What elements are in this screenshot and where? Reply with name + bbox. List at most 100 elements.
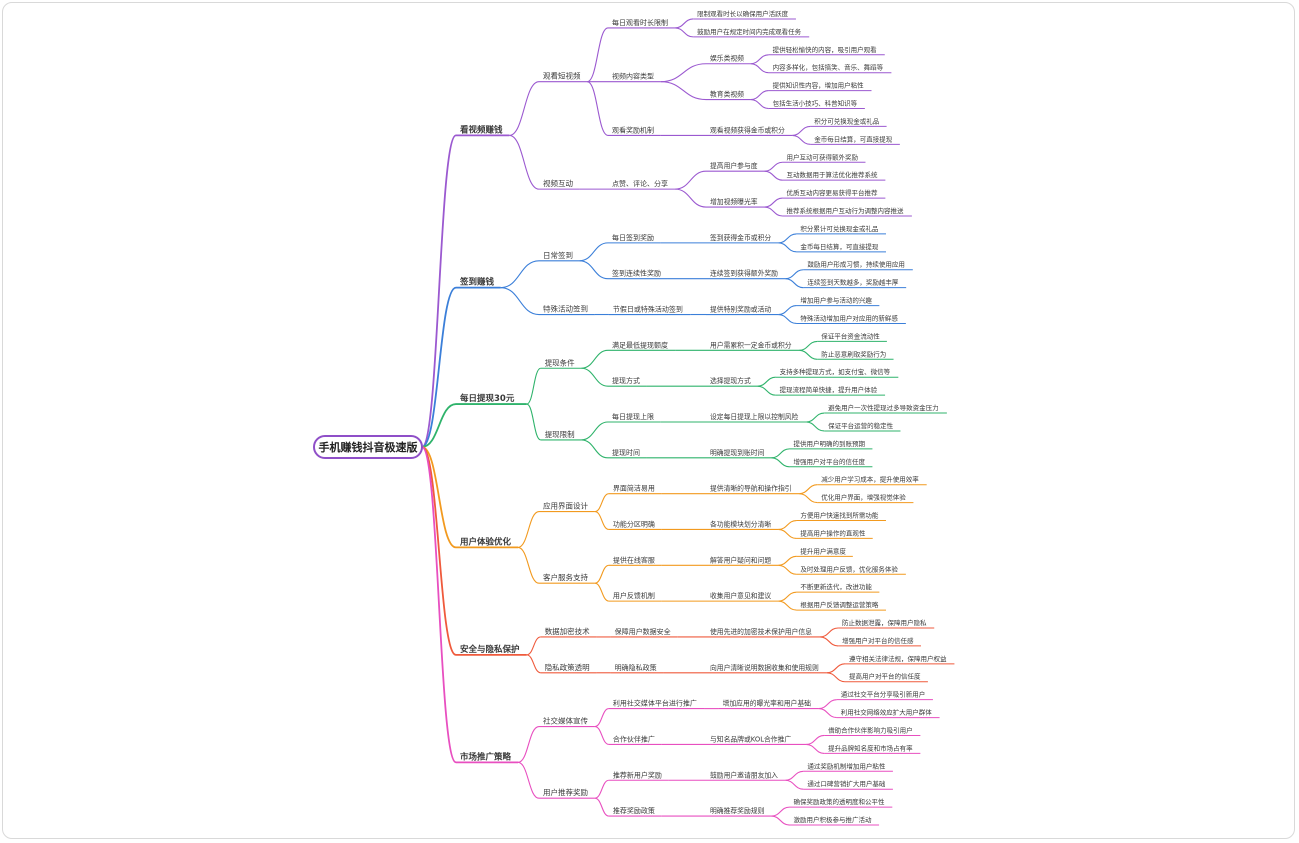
topic-node-label[interactable]: 视频内容类型 <box>612 72 654 81</box>
topic-node-label[interactable]: 用户推荐奖励 <box>543 787 588 797</box>
leaf-node-label[interactable]: 提升品牌知名度和市场占有率 <box>828 743 913 752</box>
leaf-node-label[interactable]: 提高用户对平台的信任度 <box>849 672 921 681</box>
leaf-node-label[interactable]: 增强用户对平台的信任感 <box>842 636 914 645</box>
topic-node-label[interactable]: 使用先进的加密技术保护用户信息 <box>710 627 812 636</box>
topic-node-label[interactable]: 视频互动 <box>543 178 573 188</box>
topic-node-label[interactable]: 每日观看时长限制 <box>612 18 668 27</box>
leaf-node-label[interactable]: 包括生活小技巧、科普知识等 <box>773 99 858 108</box>
topic-node-label[interactable]: 解答用户疑问和问题 <box>710 555 771 564</box>
topic-node-label[interactable]: 与知名品牌或KOL合作推广 <box>710 734 791 743</box>
topic-node-label[interactable]: 连续签到获得额外奖励 <box>710 269 778 278</box>
topic-node-label[interactable]: 娱乐类视频 <box>710 54 744 63</box>
topic-node-label[interactable]: 提现时间 <box>612 448 640 457</box>
topic-node-label[interactable]: 点赞、评论、分享 <box>612 179 668 188</box>
topic-node-label[interactable]: 推荐新用户奖励 <box>613 770 662 779</box>
topic-node-label[interactable]: 提现限制 <box>545 429 575 439</box>
leaf-node-label[interactable]: 减少用户学习成本，提升使用效率 <box>821 475 919 484</box>
leaf-node-label[interactable]: 通过社交平台分享吸引新用户 <box>841 690 926 699</box>
topic-node-label[interactable]: 每日签到奖励 <box>612 233 654 242</box>
leaf-node-label[interactable]: 连续签到天数越多，奖励越丰厚 <box>807 278 899 287</box>
topic-node-label[interactable]: 合作伙伴推广 <box>613 734 655 743</box>
topic-node-label[interactable]: 明确隐私政策 <box>615 663 657 672</box>
topic-node-label[interactable]: 满足最低提现额度 <box>612 340 668 349</box>
topic-node-label[interactable]: 特殊活动签到 <box>543 304 588 314</box>
leaf-node-label[interactable]: 鼓励用户在规定时间内完成观看任务 <box>697 27 802 36</box>
leaf-node-label[interactable]: 互动数据用于算法优化推荐系统 <box>787 170 879 179</box>
topic-node-label[interactable]: 向用户清晰说明数据收集和使用规则 <box>710 663 819 672</box>
leaf-node-label[interactable]: 借助合作伙伴影响力吸引用户 <box>828 725 913 734</box>
topic-node-label[interactable]: 推荐奖励政策 <box>613 806 655 815</box>
leaf-node-label[interactable]: 不断更新迭代，改进功能 <box>800 582 872 591</box>
topic-node-label[interactable]: 选择提现方式 <box>710 376 751 385</box>
leaf-node-label[interactable]: 限制观看时长以确保用户活跃度 <box>697 9 789 18</box>
leaf-node-label[interactable]: 提高用户操作的直观性 <box>800 528 866 537</box>
leaf-node-label[interactable]: 提现流程简单快捷，提升用户体验 <box>780 385 878 394</box>
leaf-node-label[interactable]: 优质互动内容更易获得平台推荐 <box>787 188 879 197</box>
leaf-node-label[interactable]: 利用社交网络效应扩大用户群体 <box>841 708 933 717</box>
topic-node-label[interactable]: 用户反馈机制 <box>613 591 655 600</box>
branch-node-label[interactable]: 看视频赚钱 <box>459 124 503 135</box>
topic-node-label[interactable]: 提供特别奖励或活动 <box>710 305 771 314</box>
leaf-node-label[interactable]: 防止恶意刷取奖励行为 <box>821 349 886 358</box>
topic-node-label[interactable]: 各功能模块划分清晰 <box>710 519 771 528</box>
leaf-node-label[interactable]: 避免用户一次性提现过多导致资金压力 <box>828 403 939 412</box>
leaf-node-label[interactable]: 增加用户参与活动的兴趣 <box>800 296 872 305</box>
leaf-node-label[interactable]: 积分可兑换现金或礼品 <box>814 116 879 125</box>
leaf-node-label[interactable]: 提升用户满意度 <box>800 546 846 555</box>
root-node[interactable]: 手机赚钱抖音极速版 <box>313 435 423 459</box>
leaf-node-label[interactable]: 遵守相关法律法规，保障用户权益 <box>849 654 947 663</box>
leaf-node-label[interactable]: 激励用户积极参与推广活动 <box>793 815 872 824</box>
leaf-node-label[interactable]: 及时处理用户反馈，优化服务体验 <box>800 564 898 573</box>
topic-node-label[interactable]: 观看视频获得金币或积分 <box>710 125 785 134</box>
leaf-node-label[interactable]: 增强用户对平台的信任度 <box>793 457 865 466</box>
leaf-node-label[interactable]: 保证平台资金流动性 <box>821 331 880 340</box>
topic-node-label[interactable]: 提供在线客服 <box>613 555 655 564</box>
leaf-node-label[interactable]: 用户互动可获得额外奖励 <box>787 152 859 161</box>
topic-node-label[interactable]: 应用界面设计 <box>543 501 588 511</box>
branch-node-label[interactable]: 签到赚钱 <box>459 277 495 288</box>
topic-node-label[interactable]: 社交媒体宣传 <box>543 716 588 726</box>
topic-node-label[interactable]: 设定每日提现上限以控制风险 <box>710 412 799 421</box>
topic-node-label[interactable]: 提现条件 <box>545 357 575 367</box>
topic-node-label[interactable]: 签到获得金币或积分 <box>710 233 771 242</box>
topic-node-label[interactable]: 每日提现上限 <box>612 412 654 421</box>
leaf-node-label[interactable]: 保证平台运营的稳定性 <box>828 421 894 430</box>
leaf-node-label[interactable]: 积分累计可兑换现金或礼品 <box>800 224 878 233</box>
leaf-node-label[interactable]: 金币每日结算，可直接提现 <box>800 242 879 251</box>
branch-node-label[interactable]: 市场推广策略 <box>460 751 512 762</box>
leaf-node-label[interactable]: 提供轻松愉快的内容，吸引用户观看 <box>773 45 878 54</box>
topic-node-label[interactable]: 提高用户参与度 <box>710 161 758 170</box>
topic-node-label[interactable]: 节假日或特殊活动签到 <box>613 305 683 314</box>
leaf-node-label[interactable]: 鼓励用户形成习惯，持续使用应用 <box>807 260 905 269</box>
topic-node-label[interactable]: 功能分区明确 <box>613 519 655 528</box>
leaf-node-label[interactable]: 确保奖励政策的透明度和公平性 <box>793 797 885 806</box>
topic-node-label[interactable]: 提供清晰的导航和操作指引 <box>710 484 792 493</box>
topic-node-label[interactable]: 收集用户意见和建议 <box>710 591 771 600</box>
topic-node-label[interactable]: 用户需累积一定金币或积分 <box>710 340 792 349</box>
topic-node-label[interactable]: 教育类视频 <box>710 90 744 99</box>
leaf-node-label[interactable]: 内容多样化，包括搞笑、音乐、舞蹈等 <box>773 63 884 72</box>
topic-node-label[interactable]: 客户服务支持 <box>543 572 588 582</box>
topic-node-label[interactable]: 隐私政策透明 <box>545 662 590 672</box>
topic-node-label[interactable]: 明确推荐奖励规则 <box>710 806 765 815</box>
topic-node-label[interactable]: 增加视频曝光率 <box>710 197 758 206</box>
branch-node-label[interactable]: 安全与隐私保护 <box>460 644 520 655</box>
leaf-node-label[interactable]: 提供用户明确的到账预期 <box>793 439 865 448</box>
topic-node-label[interactable]: 增加应用的曝光率和用户基础 <box>723 699 812 708</box>
leaf-node-label[interactable]: 防止数据泄露，保障用户隐私 <box>842 618 927 627</box>
leaf-node-label[interactable]: 通过奖励机制增加用户粘性 <box>807 761 886 770</box>
topic-node-label[interactable]: 数据加密技术 <box>545 626 590 636</box>
topic-node-label[interactable]: 签到连续性奖励 <box>612 269 661 278</box>
leaf-node-label[interactable]: 根据用户反馈调整运营策略 <box>800 600 879 609</box>
topic-node-label[interactable]: 明确提现到账时间 <box>710 448 765 457</box>
branch-node-label[interactable]: 每日提现30元 <box>460 393 515 404</box>
leaf-node-label[interactable]: 方便用户快速找到所需功能 <box>800 511 879 520</box>
topic-node-label[interactable]: 提现方式 <box>612 376 640 385</box>
topic-node-label[interactable]: 利用社交媒体平台进行推广 <box>613 699 697 708</box>
topic-node-label[interactable]: 日常签到 <box>543 250 573 260</box>
topic-node-label[interactable]: 界面简洁易用 <box>613 484 655 493</box>
leaf-node-label[interactable]: 推荐系统根据用户互动行为调整内容推送 <box>787 206 905 215</box>
topic-node-label[interactable]: 观看短视频 <box>543 71 581 81</box>
branch-node-label[interactable]: 用户体验优化 <box>459 536 512 547</box>
